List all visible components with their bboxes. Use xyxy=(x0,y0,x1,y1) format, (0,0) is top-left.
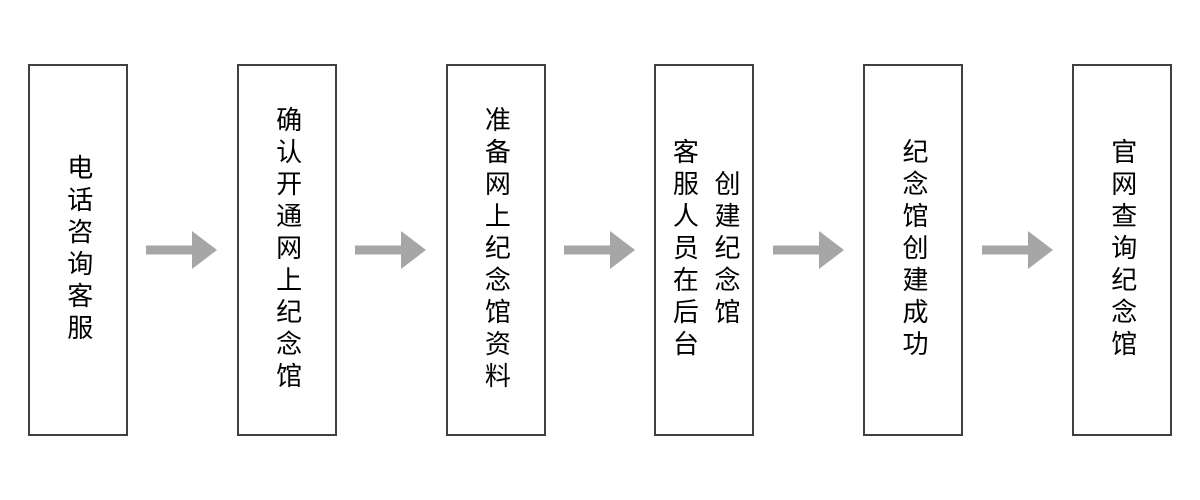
flow-step-3-label: 准备网上纪念馆资料 xyxy=(475,106,517,394)
right-arrow-icon xyxy=(146,231,218,269)
right-arrow-icon xyxy=(981,231,1053,269)
right-arrow-icon xyxy=(355,231,427,269)
flow-step-4-label: 客服人员在后台创建纪念馆 xyxy=(663,138,746,362)
flow-step-5: 纪念馆创建成功 xyxy=(863,64,964,436)
flow-step-6: 官网查询纪念馆 xyxy=(1071,64,1172,436)
flow-step-label-line: 客服人员在后台 xyxy=(669,138,700,362)
arrow-3 xyxy=(546,230,655,270)
flow-step-label-line: 准备网上纪念馆资料 xyxy=(481,106,512,394)
arrow-4 xyxy=(754,230,863,270)
flow-step-label-line: 电话咨询客服 xyxy=(63,154,94,346)
arrow-5 xyxy=(963,230,1072,270)
flow-step-label-line: 创建纪念馆 xyxy=(710,170,741,330)
arrow-1 xyxy=(128,230,237,270)
flow-step-3: 准备网上纪念馆资料 xyxy=(445,64,546,436)
flow-step-label-line: 确认开通网上纪念馆 xyxy=(272,106,303,394)
right-arrow-icon xyxy=(563,231,635,269)
flow-step-label-line: 纪念馆创建成功 xyxy=(898,138,929,362)
flow-step-1: 电话咨询客服 xyxy=(28,64,128,436)
flow-step-2-label: 确认开通网上纪念馆 xyxy=(266,106,308,394)
flow-step-5-label: 纪念馆创建成功 xyxy=(892,138,934,362)
flow-step-6-label: 官网查询纪念馆 xyxy=(1101,138,1143,362)
right-arrow-icon xyxy=(772,231,844,269)
flow-step-1-label: 电话咨询客服 xyxy=(57,154,99,346)
arrow-2 xyxy=(337,230,446,270)
flow-step-4: 客服人员在后台创建纪念馆 xyxy=(654,64,755,436)
flow-step-label-line: 官网查询纪念馆 xyxy=(1107,138,1138,362)
flow-step-2: 确认开通网上纪念馆 xyxy=(236,64,337,436)
